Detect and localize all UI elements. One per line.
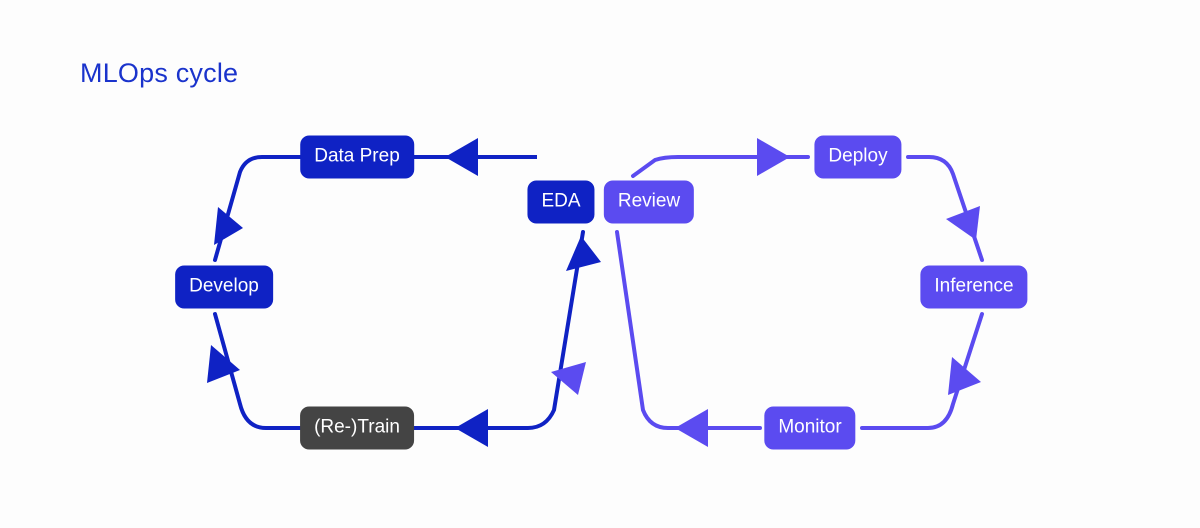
edge-develop-to-retrain — [213, 312, 308, 430]
node-review[interactable]: Review — [603, 180, 695, 224]
arrowhead-develop-to-retrain — [207, 345, 240, 383]
node-develop[interactable]: Develop — [175, 265, 273, 309]
arrowhead-monitor-to-review — [675, 409, 708, 447]
arrowhead-review-to-deploy — [757, 138, 790, 176]
arrowhead-eda-to-data-prep — [445, 138, 478, 176]
edge-data-prep-to-develop — [213, 155, 308, 262]
arrowhead-inference-to-monitor — [948, 357, 981, 395]
arrowhead-deploy-to-inference — [946, 206, 980, 240]
arrowhead-data-prep-to-develop — [214, 207, 243, 245]
node-eda[interactable]: EDA — [527, 180, 595, 224]
arrowhead-retrain-bottom — [455, 409, 488, 447]
node-deploy[interactable]: Deploy — [814, 135, 902, 179]
arrowhead-crossover-purple — [551, 362, 586, 395]
arrowhead-retrain-to-eda — [566, 236, 601, 271]
edge-review-to-deploy — [631, 155, 810, 178]
node-monitor[interactable]: Monitor — [764, 406, 856, 450]
node-inference[interactable]: Inference — [920, 265, 1028, 309]
node-data-prep[interactable]: Data Prep — [300, 135, 414, 179]
edge-deploy-to-inference — [906, 155, 984, 262]
edge-retrain-to-eda — [406, 230, 585, 430]
page-title: MLOps cycle — [80, 58, 239, 88]
edge-inference-to-monitor — [860, 312, 984, 430]
node-retrain[interactable]: (Re-)Train — [300, 406, 414, 450]
edge-monitor-to-review — [615, 230, 762, 430]
